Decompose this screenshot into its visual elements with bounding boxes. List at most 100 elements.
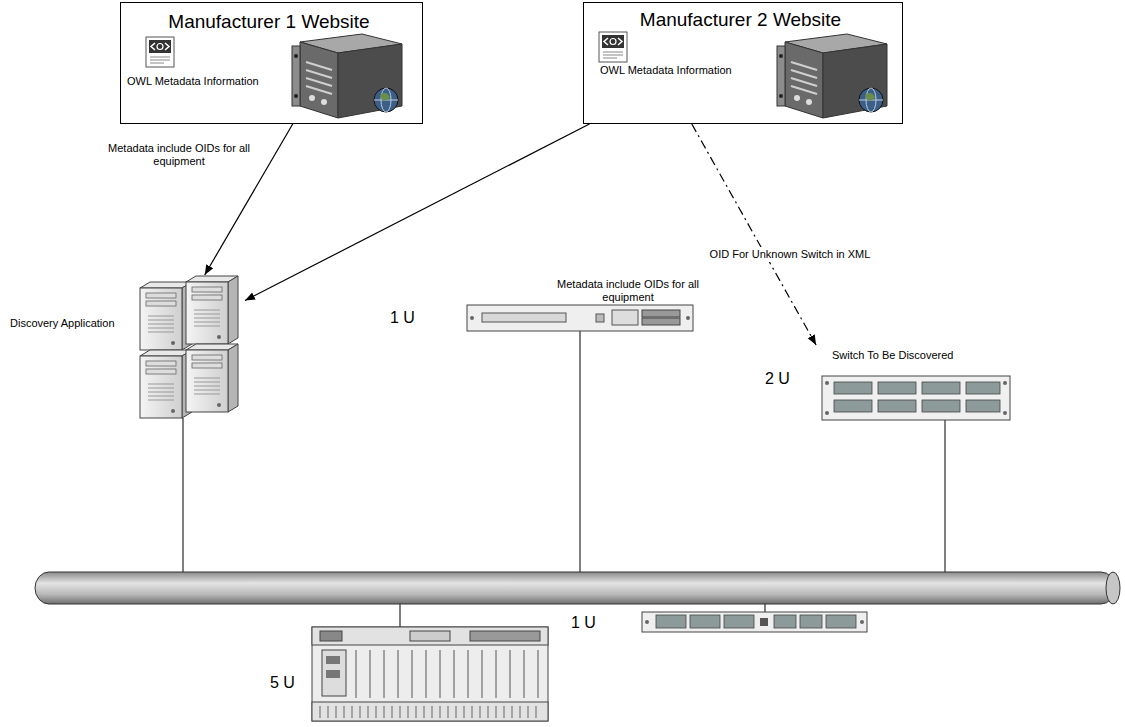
switch-2u-part <box>825 411 829 415</box>
owl-document-icon-1 <box>146 37 174 67</box>
owl-document-icon-1-part <box>146 37 174 67</box>
chassis-5u-part <box>496 650 497 698</box>
device-1u-top-part <box>482 313 566 322</box>
chassis-5u-part <box>312 627 548 645</box>
chassis-5u-part <box>520 706 521 718</box>
rack-unit-label: 2 U <box>765 370 805 388</box>
device-1u-top-part <box>470 316 474 320</box>
chassis-5u-part <box>470 631 540 641</box>
chassis-5u-part <box>326 670 340 678</box>
chassis-5u-part <box>410 631 450 641</box>
switch-2u-part <box>922 382 960 394</box>
website-server-1 <box>292 34 402 118</box>
metadata-label: OWL Metadata Information <box>600 64 770 77</box>
chassis-5u-part <box>528 706 529 718</box>
device-1u-bottom-part <box>690 615 720 628</box>
device-1u-bottom-part <box>826 615 856 628</box>
chassis-5u-part <box>392 706 393 718</box>
discovery-server-stack <box>140 276 238 418</box>
website-server-1-part <box>292 34 402 118</box>
device-1u-top-part <box>596 314 604 322</box>
device-1u-top-part <box>686 316 690 320</box>
chassis-5u-part <box>440 650 441 698</box>
chassis-5u-part <box>456 706 457 718</box>
network-drops-part <box>580 331 581 573</box>
rack-unit-label: 5 U <box>270 674 310 692</box>
chassis-5u-part <box>538 650 539 698</box>
website-title: Manufacturer 1 Website <box>121 11 417 33</box>
switch-2u-part <box>966 382 1000 394</box>
device-1u-top-part <box>642 310 680 317</box>
switch-label: Switch To Be Discovered <box>832 349 982 362</box>
device-1u-bottom-part <box>800 615 822 628</box>
chassis-5u-part <box>328 706 329 718</box>
chassis-5u-part <box>524 650 525 698</box>
chassis-5u-part <box>368 706 369 718</box>
switch-2u-part <box>834 382 872 394</box>
network-drops-part <box>945 420 946 573</box>
metadata-label: OWL Metadata Information <box>127 75 287 88</box>
chassis-5u-part <box>360 706 361 718</box>
chassis-5u-part <box>536 706 537 718</box>
chassis-5u-part <box>512 706 513 718</box>
switch-2u-part <box>1003 381 1007 385</box>
chassis-5u-part <box>468 650 469 698</box>
device-1u-bottom-part <box>760 618 768 626</box>
switch-2u-part <box>822 376 1010 420</box>
chassis-5u-part <box>454 650 455 698</box>
switch-2u-part <box>922 400 960 412</box>
chassis-5u-part <box>412 650 413 698</box>
chassis-5u-part <box>482 650 483 698</box>
website-server-2-part <box>777 34 887 118</box>
rack-unit-label: 1 U <box>390 309 430 327</box>
network-bus-pipe <box>35 572 1120 604</box>
chassis-5u-part <box>370 650 371 698</box>
rack-unit-label: 1 U <box>571 614 611 632</box>
chassis-5u-part <box>480 706 481 718</box>
chassis-5u-part <box>322 650 346 696</box>
chassis-5u-part <box>472 706 473 718</box>
chassis-5u-part <box>376 706 377 718</box>
chassis-5u-part <box>448 706 449 718</box>
chassis-5u-part <box>312 702 548 721</box>
device-1u-top-part <box>612 310 638 325</box>
owl-document-icon-2-part <box>599 32 627 62</box>
device-1u-top-part <box>467 305 693 331</box>
website-server-2 <box>777 34 887 118</box>
network-drops-part <box>183 418 184 573</box>
chassis-5u-part <box>398 650 399 698</box>
arrow-connector <box>245 124 589 301</box>
switch-2u-part <box>1003 411 1007 415</box>
chassis-5u-part <box>432 706 433 718</box>
chassis-5u-part <box>344 706 345 718</box>
discovery-server-stack-part <box>186 344 238 412</box>
website-box: Manufacturer 1 WebsiteOWL Metadata Infor… <box>120 2 423 124</box>
chassis-5u-part <box>312 627 548 721</box>
discovery-application: Discovery Application <box>8 275 245 425</box>
switch-2u-part <box>878 400 916 412</box>
switch-2u-part <box>966 400 1000 412</box>
chassis-5u-part <box>384 650 385 698</box>
device-1u-bottom-part <box>860 620 864 624</box>
website-title: Manufacturer 2 Website <box>584 9 897 31</box>
discovery-server-stack-part <box>140 350 192 418</box>
device-1u-top-part <box>642 318 680 325</box>
device-1u-top <box>467 305 693 331</box>
chassis-5u-part <box>504 706 505 718</box>
network-drops-part <box>400 603 401 627</box>
device-1u: 1 U <box>385 300 697 336</box>
network-bus-pipe-part <box>35 572 1115 604</box>
device-1u-bottom-part <box>724 615 754 628</box>
chassis-5u-part <box>416 706 417 718</box>
chassis-5u <box>312 627 548 721</box>
device-1u-bottom-part <box>774 615 796 628</box>
switch-device: Switch To Be Discovered 2 U <box>760 345 1015 423</box>
owl-document-icon-2 <box>599 32 627 62</box>
chassis-5u-part <box>440 706 441 718</box>
switch-2u-part <box>834 400 872 412</box>
chassis-5u-part <box>400 706 401 718</box>
chassis-5u-part <box>464 706 465 718</box>
chassis-5u-part <box>326 656 340 664</box>
